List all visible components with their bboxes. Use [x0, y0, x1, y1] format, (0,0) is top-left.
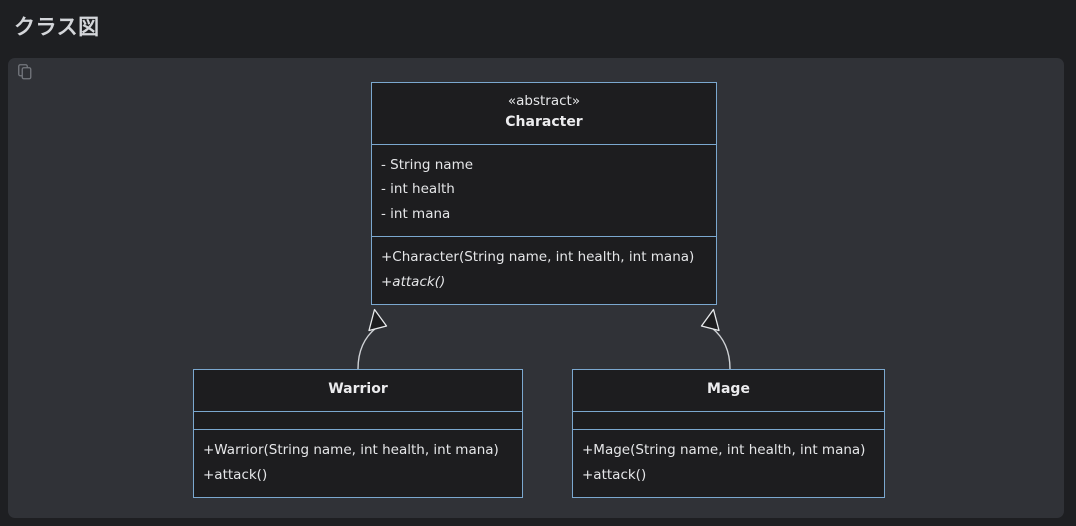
method-row: +attack() — [203, 466, 268, 483]
app-header: クラス図 — [0, 0, 1076, 54]
class-attributes-character: - String name - int health - int mana — [372, 143, 716, 237]
attribute-row: - String name — [381, 156, 474, 173]
class-name: Character — [505, 113, 583, 130]
uml-class-mage[interactable]: Mage +Mage(String name, int health, int … — [572, 369, 885, 498]
method-row: +Character(String name, int health, int … — [381, 249, 695, 266]
uml-class-warrior[interactable]: Warrior +Warrior(String name, int health… — [193, 369, 523, 498]
class-name: Mage — [707, 381, 750, 397]
class-methods-mage: +Mage(String name, int health, int mana)… — [573, 429, 884, 497]
class-methods-warrior: +Warrior(String name, int health, int ma… — [194, 429, 522, 497]
class-stereotype: «abstract» — [507, 93, 581, 109]
attribute-row: - int health — [381, 181, 455, 198]
inheritance-warrior-character — [357, 308, 388, 370]
method-row: +Warrior(String name, int health, int ma… — [203, 442, 499, 458]
class-attributes-mage — [573, 411, 884, 429]
class-header-character: «abstract» Character — [372, 83, 716, 144]
class-attributes-warrior — [194, 411, 522, 429]
diagram-canvas: «abstract» Character - String name - int… — [8, 58, 1064, 518]
method-row-abstract: +attack() — [381, 273, 446, 290]
class-name: Warrior — [328, 381, 388, 397]
inheritance-mage-character — [700, 308, 731, 370]
copy-icon[interactable] — [18, 64, 32, 80]
class-header-mage: Mage — [573, 370, 884, 411]
class-methods-character: +Character(String name, int health, int … — [372, 236, 716, 304]
method-row: +Mage(String name, int health, int mana) — [582, 442, 866, 458]
uml-class-character[interactable]: «abstract» Character - String name - int… — [371, 82, 717, 306]
attribute-row: - int mana — [381, 205, 451, 222]
page-title: クラス図 — [14, 14, 100, 39]
method-row: +attack() — [582, 466, 647, 483]
class-header-warrior: Warrior — [194, 370, 522, 411]
